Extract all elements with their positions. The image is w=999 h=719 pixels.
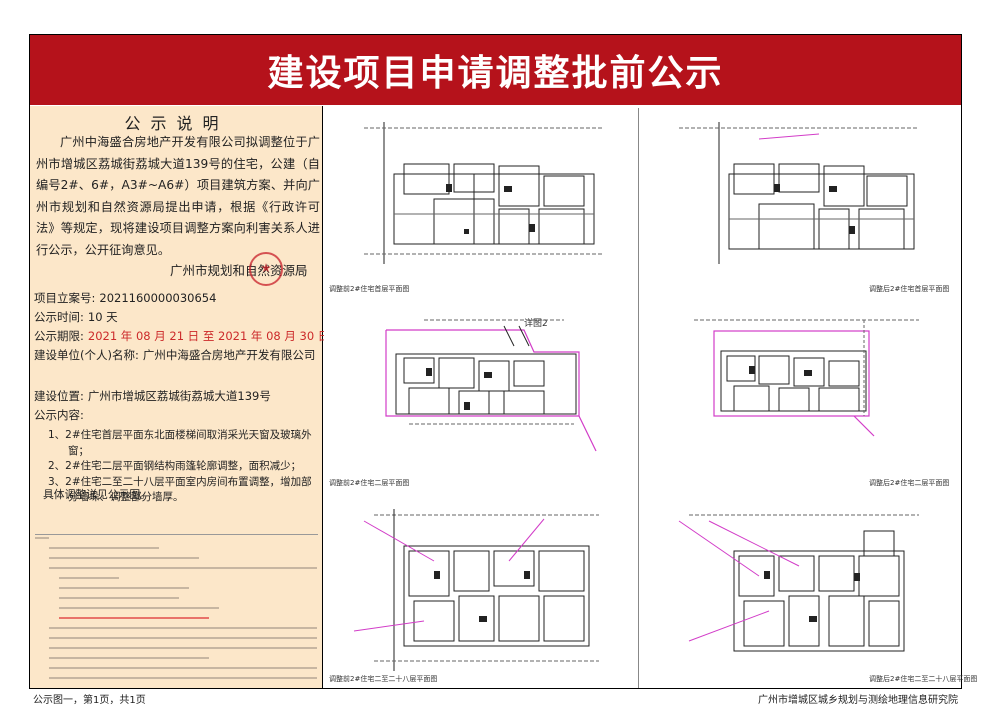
project-number-value: 2021160000030654 xyxy=(99,291,217,305)
footer-organization: 广州市增城区城乡规划与测绘地理信息研究院 xyxy=(758,695,958,706)
duration-value: 10 天 xyxy=(87,310,118,324)
floor-plan-drawing xyxy=(364,122,604,264)
floor-plan-drawing xyxy=(678,514,919,652)
notes-block xyxy=(35,534,318,683)
content-list: 1、2#住宅首层平面东北面楼梯间取消采光天窗及玻璃外窗； 2、2#住宅二层平面钢… xyxy=(48,428,318,506)
unit-value: 广州中海盛合房地产开发有限公司 xyxy=(142,348,316,362)
content-item: 3、2#住宅二至二十八层平面室内房间布置调整，增加部分墙垛、调整部分墙厚。 xyxy=(48,475,312,504)
content-label: 公示内容: xyxy=(34,408,84,422)
project-number-row: 项目立案号:2021160000030654 xyxy=(34,290,216,306)
content-item: 1、2#住宅首层平面东北面楼梯间取消采光天窗及玻璃外窗； xyxy=(48,429,312,457)
location-row: 建设位置:广州市增城区荔城街荔城大道139号 xyxy=(34,388,271,404)
duration-label: 公示时间: xyxy=(34,310,84,324)
plan-caption: 调整前2#住宅首层平面图 xyxy=(329,285,410,293)
location-value: 广州市增城区荔城街荔城大道139号 xyxy=(87,389,271,403)
issuer-name: 广州市规划和自然资源局 xyxy=(170,263,308,278)
plan-caption: 调整前2#住宅二至二十八层平面图 xyxy=(329,675,438,683)
notice-title: 公示说明 xyxy=(124,114,229,133)
see-drawings-note: 具体调整详见公示图。 xyxy=(43,488,151,501)
plan-caption: 调整前2#住宅二层平面图 xyxy=(329,479,410,487)
duration-row: 公示时间:10 天 xyxy=(34,309,118,325)
unit-label: 建设单位(个人)名称: xyxy=(34,348,139,362)
plan-caption: 调整后2#住宅二至二十八层平面图 xyxy=(869,675,978,683)
drawings-area: 调整前2#住宅首层平面图 调整后2#住宅首层平面图 xyxy=(324,106,977,688)
floor-plan-drawing xyxy=(385,319,597,452)
detail-tag: 详图2 xyxy=(524,319,548,329)
period-label: 公示期限: xyxy=(34,329,84,343)
content-item: 2、2#住宅二层平面钢结构雨篷轮廓调整，面积减少； xyxy=(48,460,302,473)
floor-plan-drawing xyxy=(679,122,919,264)
sheet-border xyxy=(29,34,962,689)
floor-plan-drawing xyxy=(694,319,919,437)
unit-row: 建设单位(个人)名称:广州中海盛合房地产开发有限公司 xyxy=(34,346,319,365)
column-divider xyxy=(638,108,639,688)
official-seal-icon xyxy=(249,252,283,286)
project-number-label: 项目立案号: xyxy=(34,291,96,305)
plan-caption: 调整后2#住宅首层平面图 xyxy=(869,285,950,293)
period-value: 2021 年 08 月 21 日 至 2021 年 08 月 30 日 xyxy=(87,329,330,343)
floor-plan-drawing xyxy=(353,509,599,671)
plan-caption: 调整后2#住宅二层平面图 xyxy=(869,479,950,487)
period-row: 公示期限:2021 年 08 月 21 日 至 2021 年 08 月 30 日 xyxy=(34,328,329,344)
notice-panel: 公示说明 广州中海盛合房地产开发有限公司拟调整位于广州市增城区荔城街荔城大道13… xyxy=(30,106,329,688)
notice-body: 广州中海盛合房地产开发有限公司拟调整位于广州市增城区荔城街荔城大道139号的住宅… xyxy=(36,135,320,257)
footer-page-info: 公示图一，第1页，共1页 xyxy=(33,695,146,706)
location-label: 建设位置: xyxy=(34,389,84,403)
page-title: 建设项目申请调整批前公示 xyxy=(30,35,961,105)
